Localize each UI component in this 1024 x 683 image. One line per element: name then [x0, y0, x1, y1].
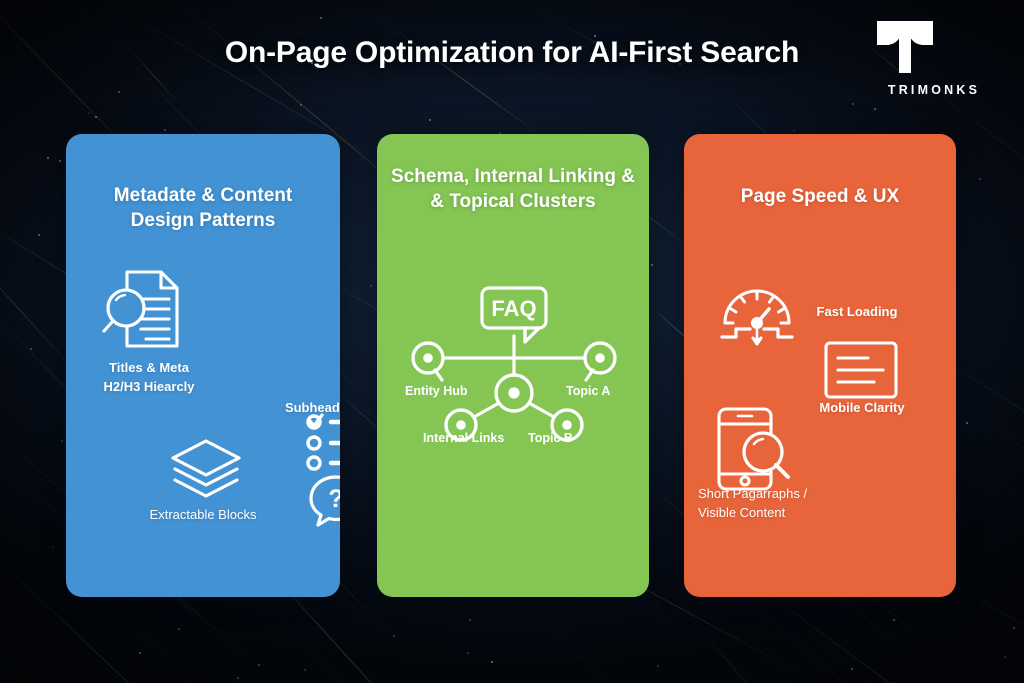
- item-label-mobile-clarity: Mobile Clarity: [819, 400, 905, 415]
- page-title: On-Page Optimization for AI-First Search: [224, 36, 800, 69]
- trimonks-t-logo-icon: [874, 18, 994, 76]
- checklist-icon: [305, 413, 340, 472]
- item-label-extractable-blocks: Extractable Blocks: [149, 507, 257, 522]
- mobile-search-icon: [712, 406, 798, 492]
- brand-name: TRIMONKS: [887, 83, 981, 97]
- item-label-fast-loading: Fast Loading: [816, 304, 898, 319]
- browser-window-icon: [824, 341, 898, 399]
- layers-stack-icon: [163, 437, 249, 501]
- question-bubble-icon: ?: [308, 474, 340, 528]
- topical-cluster-diagram: FAQ: [399, 286, 629, 446]
- svg-text:FAQ: FAQ: [491, 296, 536, 321]
- card-page-speed-ux[interactable]: Page Speed & UX Fa: [684, 134, 956, 597]
- document-search-icon: [101, 267, 183, 351]
- node-label-topic-b: Topic B: [528, 431, 573, 445]
- item-label-subheads: Subheads: [284, 400, 340, 415]
- card-title: Schema, Internal Linking & & Topical Clu…: [391, 166, 635, 212]
- item-label-short-paragraphs: Short Pagarraphs / Visible Content: [698, 486, 808, 520]
- card-title: Metadate & Content Design Patterns: [113, 185, 293, 231]
- brand-logo: TRIMONKS: [874, 18, 994, 97]
- node-label-entity-hub: Entity Hub: [405, 384, 468, 398]
- node-label-topic-a: Topic A: [566, 384, 611, 398]
- card-schema-internal-linking[interactable]: Schema, Internal Linking & & Topical Clu…: [377, 134, 649, 597]
- card-metadata-content[interactable]: Metadate & Content Design Patterns ?: [66, 134, 340, 597]
- node-label-internal-links: Internal Links: [423, 431, 505, 445]
- svg-text:?: ?: [328, 485, 340, 513]
- speedometer-icon: [720, 282, 794, 348]
- item-label-titles-meta: Titles & Meta H2/H3 Hiearcly: [103, 360, 195, 394]
- card-title: Page Speed & UX: [740, 186, 900, 207]
